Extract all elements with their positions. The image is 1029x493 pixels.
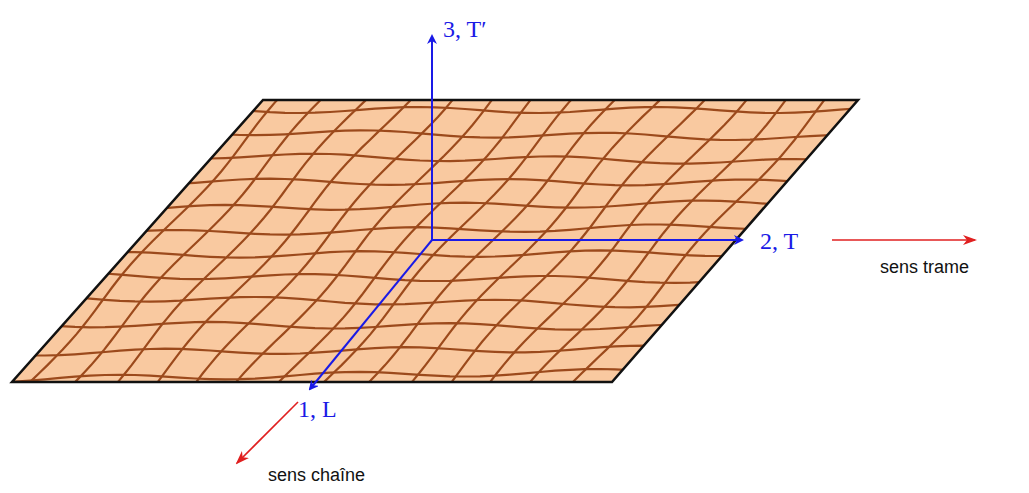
warp-thread <box>813 86 1029 396</box>
weft-thread <box>0 344 900 355</box>
weft-thread <box>0 322 900 331</box>
warp-thread <box>61 86 335 396</box>
fabric-outline <box>12 100 858 382</box>
weft-thread <box>0 178 900 185</box>
axis-label: 3, T′ <box>443 16 486 42</box>
weave-grid <box>0 86 1029 396</box>
weft-thread <box>0 366 900 382</box>
warp-thread <box>105 86 380 396</box>
weft-direction-arrow <box>832 239 975 241</box>
axis-1 <box>310 240 432 389</box>
warp-thread <box>735 86 1012 396</box>
weft-thread <box>0 151 900 166</box>
warp-thread <box>147 86 424 396</box>
warp-thread <box>0 86 248 396</box>
weft-thread <box>0 128 900 140</box>
fabric-sheet <box>12 100 858 382</box>
warp-thread <box>15 86 290 396</box>
weft-thread <box>0 107 900 113</box>
warp-thread <box>186 86 464 396</box>
warp-direction-arrow <box>237 402 298 463</box>
warp-thread <box>774 86 1029 396</box>
direction-label: sens trame <box>880 258 969 278</box>
axis-label: 1, L <box>298 396 337 422</box>
direction-label: sens chaîne <box>268 466 365 486</box>
axis-2 <box>432 239 742 241</box>
axis-3 <box>431 36 433 240</box>
axis-label: 2, T <box>760 228 798 254</box>
